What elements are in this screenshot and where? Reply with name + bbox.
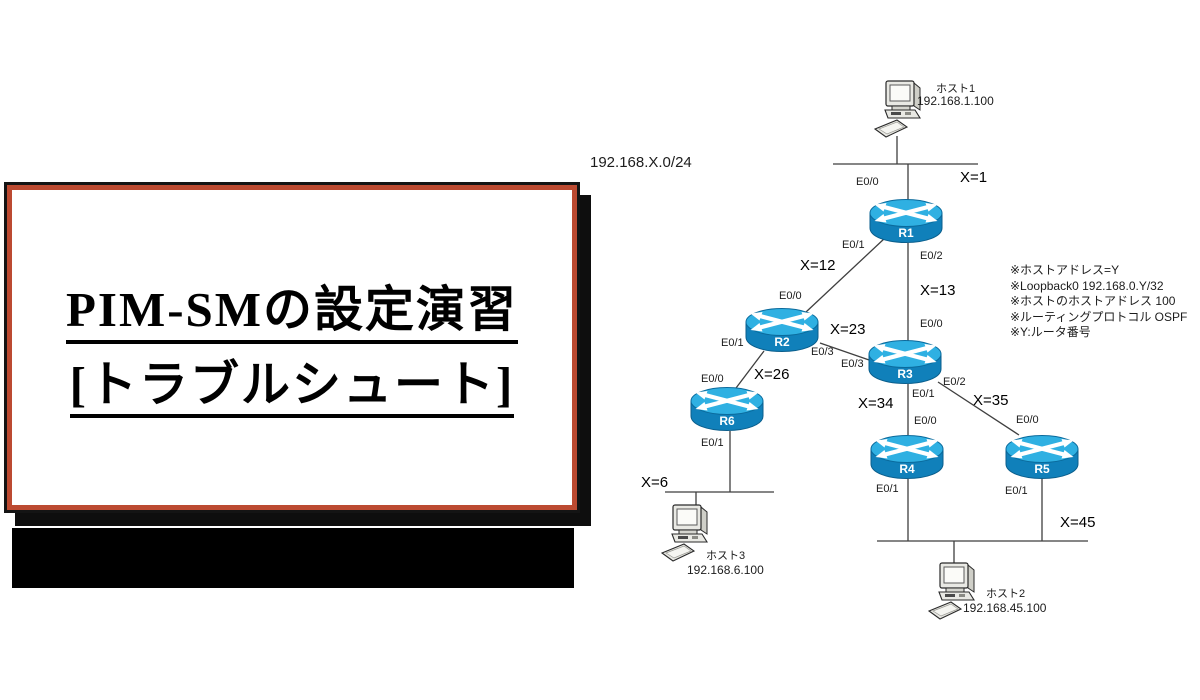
note-line: ※Y:ルータ番号: [1010, 325, 1091, 339]
label-r1-e0-0: E0/0: [856, 176, 879, 188]
label-r5-e0-0: E0/0: [1016, 414, 1039, 426]
slide-title-box: PIM-SMの設定演習 [トラブルシュート]: [4, 182, 580, 513]
label-r4-e0-1: E0/1: [876, 483, 899, 495]
router-r2-label: R2: [774, 335, 790, 349]
host1-ip: 192.168.1.100: [917, 94, 994, 108]
label-r6-e0-1: E0/1: [701, 437, 724, 449]
label-r3-e0-0: E0/0: [920, 318, 943, 330]
router-r1-label: R1: [898, 226, 914, 240]
label-r3-e0-1: E0/1: [912, 388, 935, 400]
link-r2-r6: [732, 350, 765, 393]
host1-icon: [874, 80, 928, 142]
note-line: ※Loopback0 192.168.0.Y/32: [1010, 278, 1164, 293]
router-r6-label: R6: [719, 414, 735, 428]
router-r3-label: R3: [897, 367, 913, 381]
slide-title-inner: PIM-SMの設定演習 [トラブルシュート]: [7, 185, 577, 510]
label-x35: X=35: [973, 392, 1009, 409]
notes-block: ※ホストアドレス=Y ※Loopback0 192.168.0.Y/32 ※ホス…: [1010, 263, 1187, 341]
note-line: ※ホストのホストアドレス 100: [1010, 294, 1176, 308]
label-r3-e0-3: E0/3: [841, 358, 864, 370]
host3-name: ホスト3: [706, 550, 746, 562]
black-bar: [12, 528, 574, 588]
link-r3-r5: [937, 381, 1020, 436]
label-r2-e0-0: E0/0: [779, 290, 802, 302]
label-r4-e0-0: E0/0: [914, 415, 937, 427]
label-x12: X=12: [800, 257, 836, 274]
label-r1-e0-1: E0/1: [842, 239, 865, 251]
label-r1-e0-2: E0/2: [920, 250, 943, 262]
host2-name: ホスト2: [986, 588, 1026, 600]
slide-title-line2: [トラブルシュート]: [69, 357, 515, 419]
note-line: ※ルーティングプロトコル OSPF: [1010, 309, 1188, 324]
router-r5-label: R5: [1034, 462, 1050, 476]
host3-ip: 192.168.6.100: [687, 563, 764, 577]
note-line: ※ホストアドレス=Y: [1010, 263, 1120, 277]
label-x23: X=23: [830, 321, 866, 338]
link-r2-r3: [819, 342, 873, 362]
network-label: 192.168.X.0/24: [590, 154, 692, 171]
label-r2-e0-3: E0/3: [811, 346, 834, 358]
label-x45: X=45: [1060, 514, 1096, 531]
label-r5-e0-1: E0/1: [1005, 485, 1028, 497]
label-r2-e0-1: E0/1: [721, 337, 744, 349]
label-x34: X=34: [858, 395, 894, 412]
host2-ip: 192.168.45.100: [963, 601, 1047, 615]
label-r3-e0-2: E0/2: [943, 376, 966, 388]
label-r6-e0-0: E0/0: [701, 373, 724, 385]
host1-name: ホスト1: [936, 83, 976, 95]
slide-title-line1: PIM-SMの設定演習: [65, 282, 519, 344]
label-x13: X=13: [920, 282, 956, 299]
router-r4-label: R4: [899, 462, 915, 476]
label-x6: X=6: [641, 474, 669, 491]
link-r1-r2: [805, 237, 886, 313]
label-x1: X=1: [960, 169, 988, 186]
label-x26: X=26: [754, 366, 790, 383]
